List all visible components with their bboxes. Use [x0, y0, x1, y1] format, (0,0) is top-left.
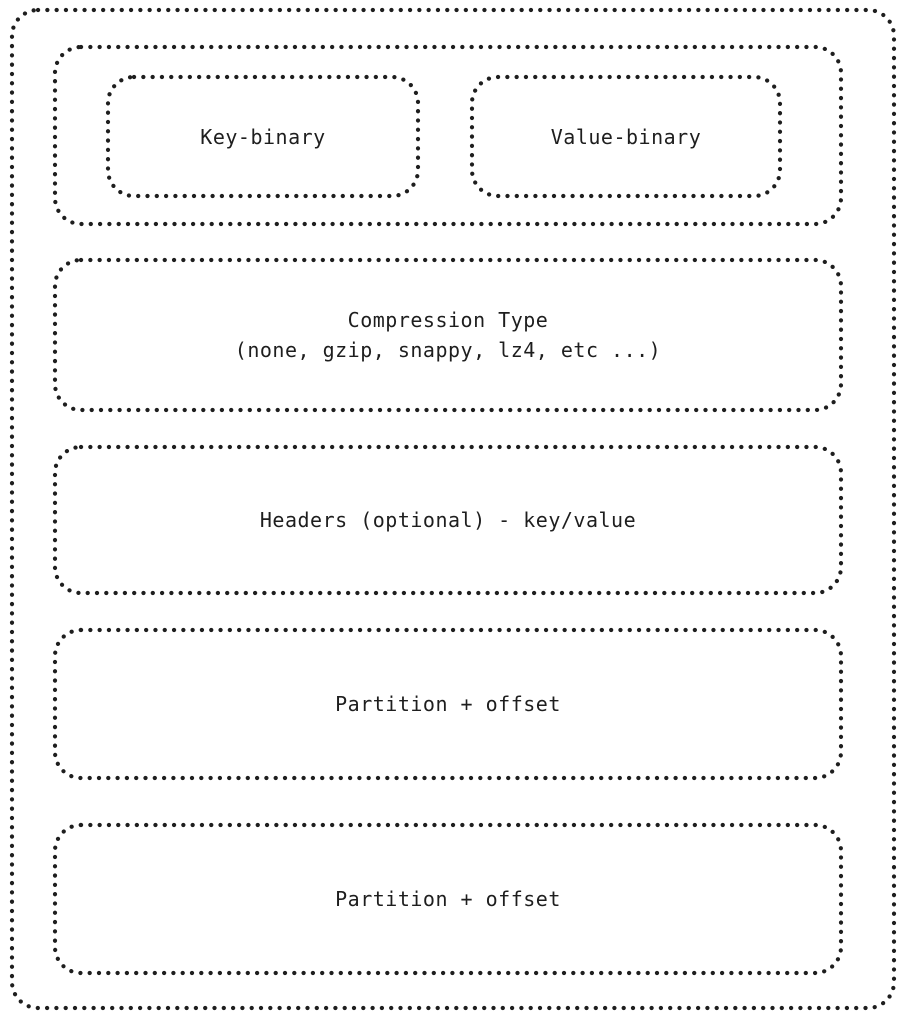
compression-type-label: Compression Type (none, gzip, snappy, lz… [53, 258, 843, 412]
key-value-group-box-border [52, 44, 844, 227]
value-binary-box-border [469, 74, 783, 199]
value-binary-label: Value-binary [550, 124, 702, 149]
headers-label: Headers (optional) - key/value [259, 508, 637, 532]
key-binary-box-border [105, 74, 421, 199]
headers-box-border [52, 444, 844, 596]
record-outer-box-border [9, 7, 897, 1011]
compression-type-label-line2: (none, gzip, snappy, lz4, etc ...) [234, 338, 662, 362]
compression-type-label-line1: Compression Type [347, 308, 549, 332]
key-binary-label: Key-binary [200, 124, 326, 149]
partition-offset-2-label: Partition + offset [335, 887, 561, 911]
partition-offset-1-label: Partition + offset [335, 692, 561, 716]
